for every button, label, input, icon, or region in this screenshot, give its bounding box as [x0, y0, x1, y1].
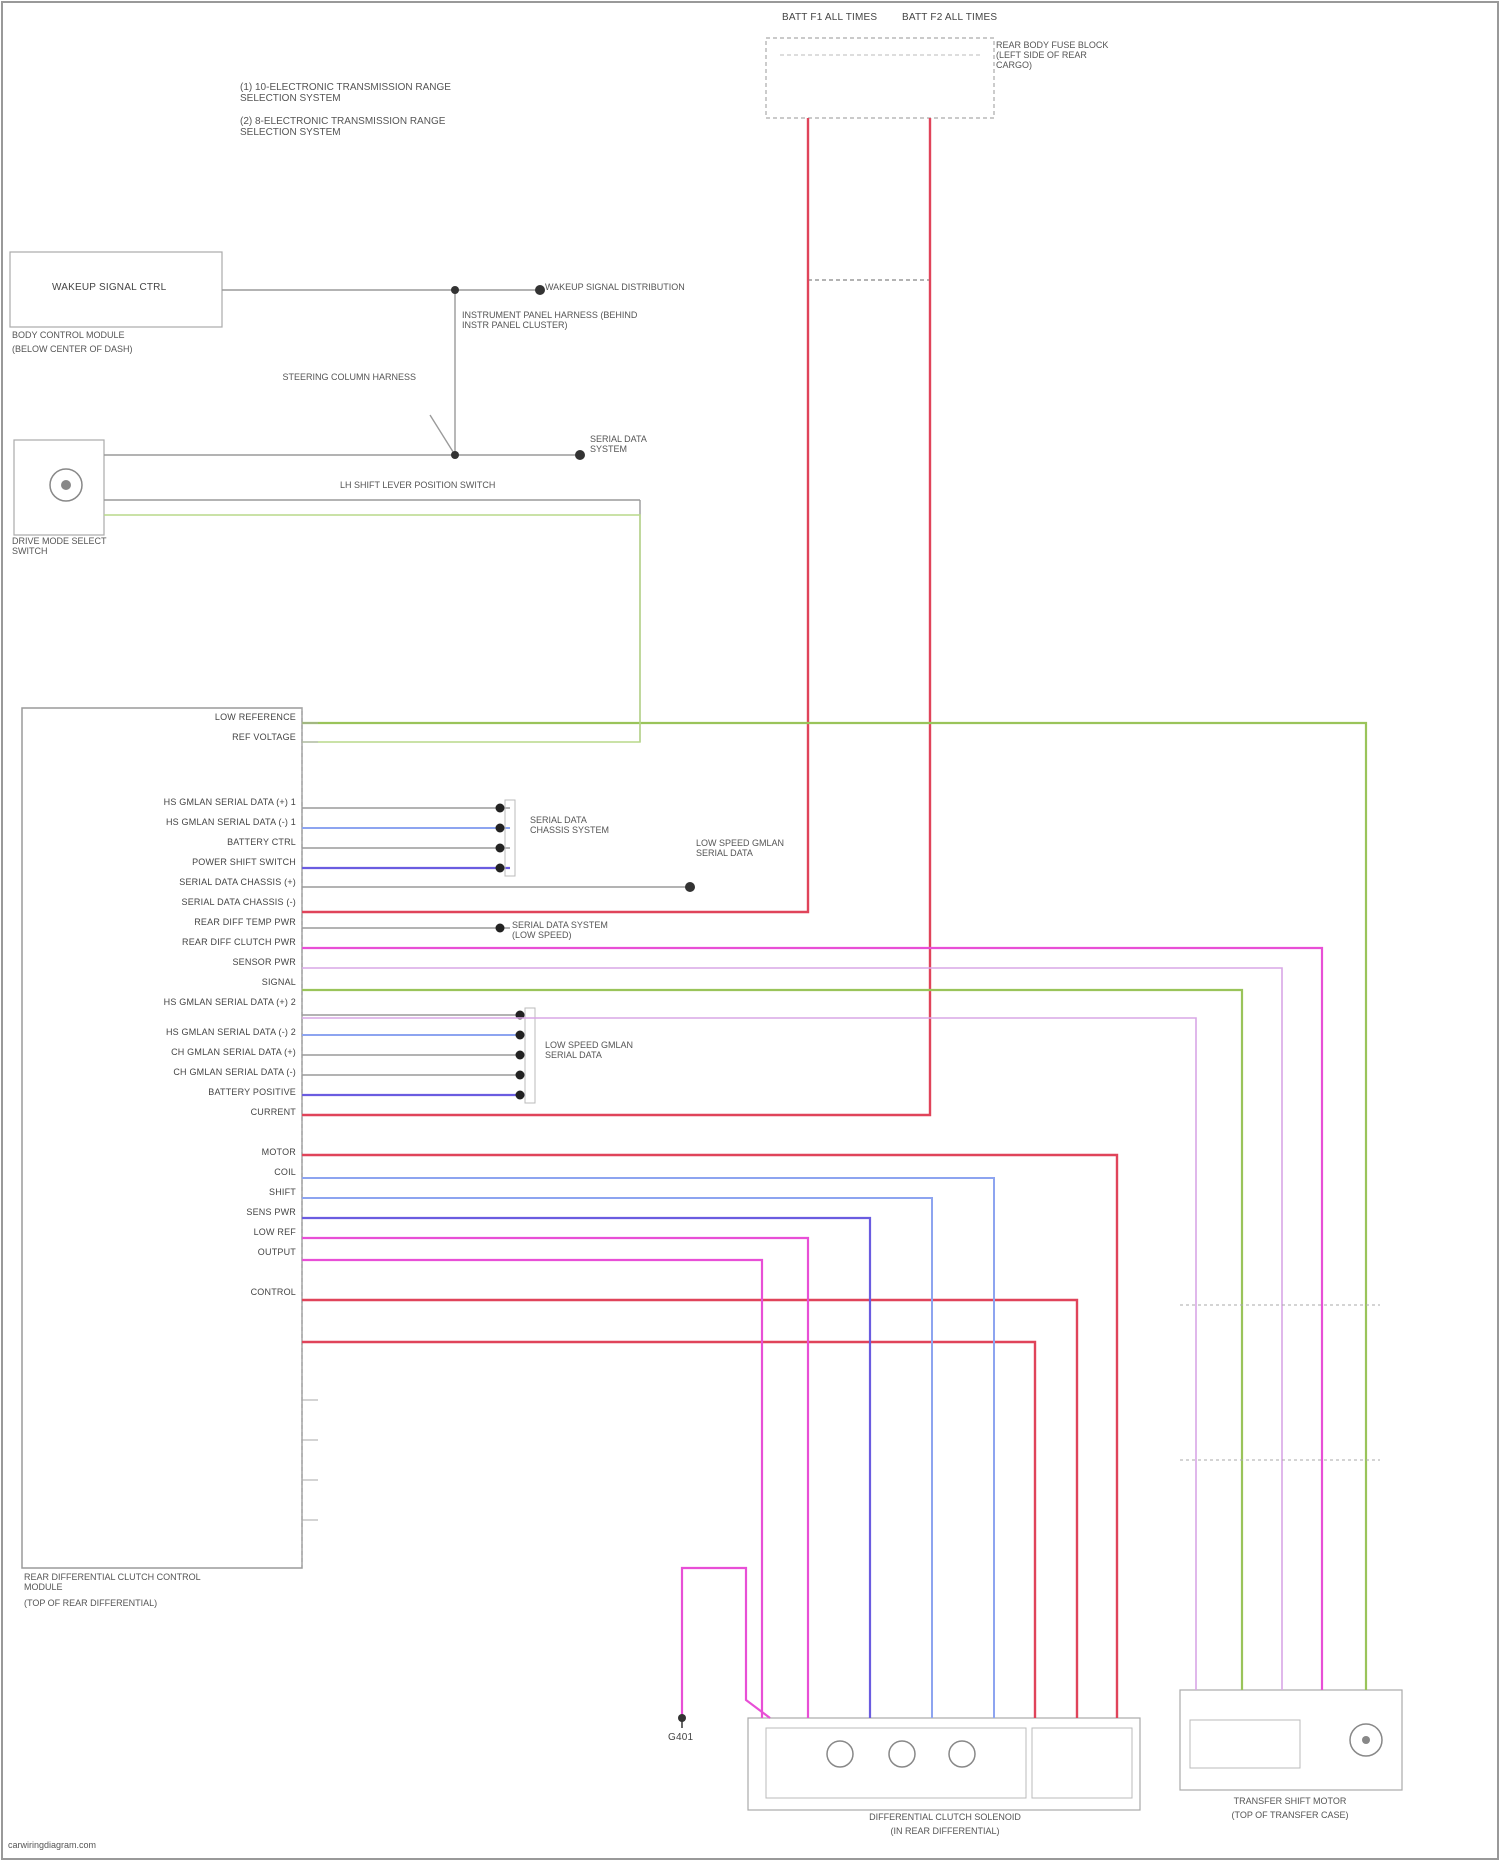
gray-wiring [104, 280, 930, 887]
rdcm-pin-label: HS GMLAN SERIAL DATA (-) 1 [166, 817, 296, 827]
rdcm-pin-label: BATTERY POSITIVE [208, 1087, 296, 1097]
rdcm-pin-label: REF VOLTAGE [232, 732, 296, 742]
rdcm-pin-label: HS GMLAN SERIAL DATA (-) 2 [166, 1027, 296, 1037]
junction-2-desc: STEERING COLUMN HARNESS [236, 372, 416, 382]
bcm-pin-label: WAKEUP SIGNAL CTRL [52, 282, 166, 293]
rdcm-pin-label: CH GMLAN SERIAL DATA (-) [173, 1067, 296, 1077]
footer-text: carwiringdiagram.com [8, 1840, 96, 1850]
bcm-label: BODY CONTROL MODULE [12, 330, 192, 340]
rdcm-pin-label: HS GMLAN SERIAL DATA (+) 2 [164, 997, 296, 1007]
rdcm-pin-label: SERIAL DATA CHASSIS (+) [179, 877, 296, 887]
rdcm-pin-label: SHIFT [269, 1187, 296, 1197]
rdcm-pin-label: HS GMLAN SERIAL DATA (+) 1 [164, 797, 296, 807]
motor-label: TRANSFER SHIFT MOTOR [1200, 1796, 1380, 1806]
rdcm-pin-label: CONTROL [251, 1287, 296, 1297]
rdcm-pin-label: SENS PWR [246, 1207, 296, 1217]
rdcm-label: REAR DIFFERENTIAL CLUTCH CONTROL MODULE [24, 1572, 224, 1592]
rdcm-pin-label: SENSOR PWR [232, 957, 296, 967]
pink-wires [302, 948, 1322, 1720]
data-network-label: SERIAL DATA SYSTEM [590, 434, 670, 454]
rdcm-pin-label: SIGNAL [262, 977, 296, 987]
blue-wires [302, 1218, 870, 1718]
junction-1-desc: INSTRUMENT PANEL HARNESS (BEHIND INSTR P… [462, 310, 662, 330]
serial-note-c: SERIAL DATA SYSTEM (LOW SPEED) [512, 920, 632, 940]
serial-note-d: LOW SPEED GMLAN SERIAL DATA [545, 1040, 635, 1060]
legend-line-2: (2) 8-ELECTRONIC TRANSMISSION RANGE SELE… [240, 116, 480, 138]
rdcm-pin-label: CH GMLAN SERIAL DATA (+) [171, 1047, 296, 1057]
fuse-right-title: BATT F2 ALL TIMES [902, 12, 997, 23]
serial-note-b: LOW SPEED GMLAN SERIAL DATA [696, 838, 786, 858]
rdcm-pin-label: OUTPUT [258, 1247, 296, 1257]
rdcm-pin-label: LOW REFERENCE [215, 712, 296, 722]
legend-line-1: (1) 10-ELECTRONIC TRANSMISSION RANGE SEL… [240, 82, 480, 104]
shift-switch-label: LH SHIFT LEVER POSITION SWITCH [340, 480, 495, 490]
rdcm-pin-label: POWER SHIFT SWITCH [192, 857, 296, 867]
bcm-sublabel: (BELOW CENTER OF DASH) [12, 344, 192, 354]
actuator-box [748, 1718, 1140, 1810]
drive-mode-box [14, 440, 104, 535]
wake-network-label: WAKEUP SIGNAL DISTRIBUTION [545, 282, 685, 292]
rdcm-pin-label: REAR DIFF TEMP PWR [194, 917, 296, 927]
actuator-sublabel: (IN REAR DIFFERENTIAL) [820, 1826, 1070, 1836]
rdcm-pin-label: BATTERY CTRL [227, 837, 296, 847]
drive-mode-label: DRIVE MODE SELECT SWITCH [12, 536, 122, 556]
fuse-block-desc: REAR BODY FUSE BLOCK (LEFT SIDE OF REAR … [996, 40, 1116, 70]
fuse-block [766, 38, 994, 118]
motor-sublabel: (TOP OF TRANSFER CASE) [1200, 1810, 1380, 1820]
rdcm-pin-label: LOW REF [254, 1227, 296, 1237]
serial-note-a: SERIAL DATA CHASSIS SYSTEM [530, 815, 620, 835]
rdcm-pin-label: CURRENT [251, 1107, 296, 1117]
rdcm-pin-label: SERIAL DATA CHASSIS (-) [182, 897, 296, 907]
rdcm-sublabel: (TOP OF REAR DIFFERENTIAL) [24, 1598, 224, 1608]
ground-label: G401 [668, 1732, 693, 1743]
rdcm-pin-label: REAR DIFF CLUTCH PWR [182, 937, 296, 947]
actuator-label: DIFFERENTIAL CLUTCH SOLENOID [820, 1812, 1070, 1822]
rdcm-pin-label: COIL [274, 1167, 296, 1177]
rdcm-pin-label: MOTOR [262, 1147, 296, 1157]
fuse-left-title: BATT F1 ALL TIMES [782, 12, 877, 23]
